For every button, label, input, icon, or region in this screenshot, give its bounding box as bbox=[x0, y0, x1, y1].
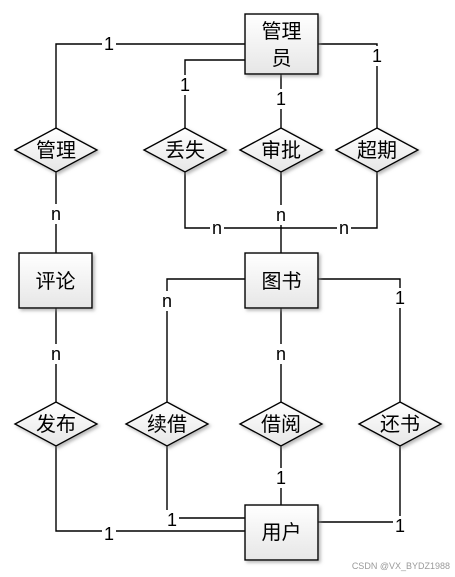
card-book-approve: n bbox=[276, 205, 286, 225]
card-book-renew: n bbox=[162, 291, 172, 311]
card-admin-lose: 1 bbox=[180, 75, 190, 95]
edge-admin-manage bbox=[55, 43, 245, 128]
entity-book-label: 图书 bbox=[262, 269, 302, 293]
card-user-return: 1 bbox=[395, 516, 405, 536]
rel-return: 还书 bbox=[357, 401, 443, 447]
watermark: CSDN @VX_BYDZ1988 bbox=[352, 561, 450, 571]
card-review-publish: n bbox=[51, 344, 61, 364]
rel-overdue: 超期 bbox=[334, 127, 420, 173]
edge-admin-lose bbox=[184, 59, 245, 128]
edge-book-return bbox=[318, 278, 401, 402]
rel-renew: 续借 bbox=[124, 401, 210, 447]
card-book-lose: n bbox=[212, 218, 222, 238]
rel-lose-label: 丢失 bbox=[165, 138, 205, 162]
edge-return-user bbox=[318, 446, 401, 523]
card-admin-manage: 1 bbox=[104, 34, 114, 54]
rel-approve: 审批 bbox=[238, 127, 324, 173]
rel-renew-label: 续借 bbox=[147, 412, 187, 436]
entity-admin: 管理 员 bbox=[244, 13, 319, 75]
rel-manage-label: 管理 bbox=[36, 138, 76, 162]
edge-renew-user bbox=[166, 446, 245, 519]
entity-user-label: 用户 bbox=[262, 520, 302, 544]
card-book-overdue: n bbox=[339, 218, 349, 238]
card-book-return: 1 bbox=[395, 288, 405, 308]
rel-return-label: 还书 bbox=[380, 412, 420, 436]
entity-admin-label-line1: 管理 bbox=[262, 19, 302, 43]
card-admin-approve: 1 bbox=[276, 89, 286, 109]
entity-review: 评论 bbox=[18, 252, 93, 309]
entity-user: 用户 bbox=[244, 504, 319, 561]
entity-admin-label-line2: 员 bbox=[272, 46, 292, 70]
rel-approve-label: 审批 bbox=[261, 138, 301, 162]
card-admin-overdue: 1 bbox=[372, 46, 382, 66]
edge-book-renew bbox=[166, 278, 245, 402]
rel-overdue-label: 超期 bbox=[357, 138, 397, 162]
card-user-publish: 1 bbox=[104, 524, 114, 544]
edge-publish-user bbox=[55, 446, 245, 532]
rel-borrow: 借阅 bbox=[238, 401, 324, 447]
connectors bbox=[55, 43, 401, 532]
cardinality-labels: 1 1 1 1 n n n n n n n 1 1 1 1 bbox=[49, 34, 407, 544]
card-user-borrow: 1 bbox=[276, 468, 286, 488]
entity-review-label: 评论 bbox=[36, 269, 76, 293]
card-book-borrow: n bbox=[276, 344, 286, 364]
card-review-manage: n bbox=[51, 204, 61, 224]
rel-publish: 发布 bbox=[13, 401, 99, 447]
rel-manage: 管理 bbox=[13, 127, 99, 173]
edge-admin-overdue bbox=[318, 43, 378, 128]
rel-borrow-label: 借阅 bbox=[261, 412, 301, 436]
entity-book: 图书 bbox=[244, 252, 319, 309]
rel-publish-label: 发布 bbox=[36, 412, 76, 436]
card-user-renew: 1 bbox=[167, 510, 177, 530]
rel-lose: 丢失 bbox=[142, 127, 228, 173]
